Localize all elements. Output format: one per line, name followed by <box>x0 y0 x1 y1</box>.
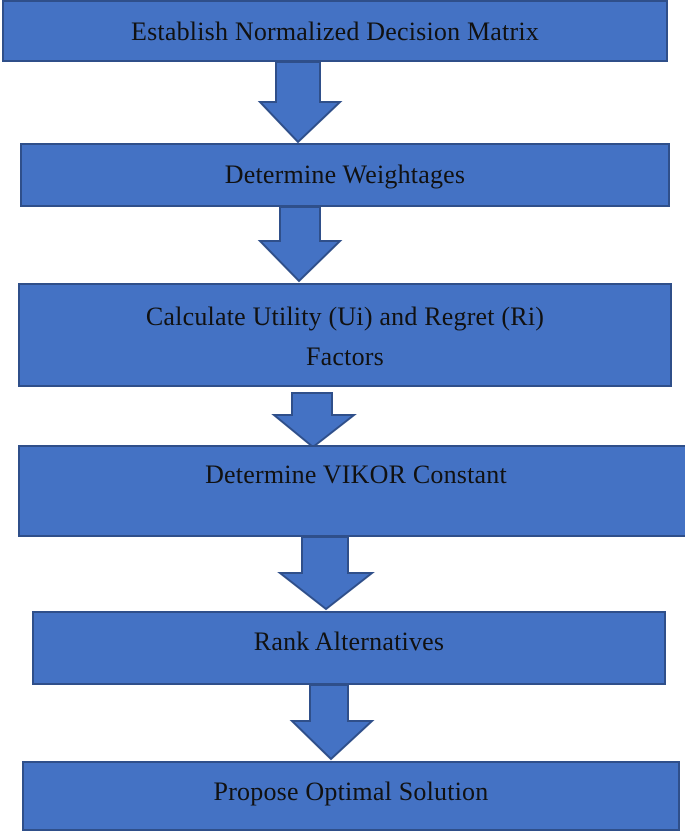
down-arrow-icon <box>257 206 343 283</box>
step-box-establish-normalized-decision-matrix: Establish Normalized Decision Matrix <box>2 0 668 62</box>
down-arrow-icon <box>257 61 343 144</box>
down-arrow-icon <box>289 684 375 761</box>
step-label: Establish Normalized Decision Matrix <box>131 17 539 46</box>
down-arrow-icon <box>271 392 357 449</box>
step-label: Determine VIKOR Constant <box>205 460 507 489</box>
step-box-calculate-utility-regret: Calculate Utility (Ui) and Regret (Ri) F… <box>18 283 672 387</box>
down-arrow-icon <box>277 536 375 611</box>
step-box-determine-weightages: Determine Weightages <box>20 143 670 207</box>
step-label: Calculate Utility (Ui) and Regret (Ri) <box>145 302 545 331</box>
step-box-propose-optimal-solution: Propose Optimal Solution <box>22 761 680 831</box>
step-box-determine-vikor-constant: Determine VIKOR Constant <box>18 445 685 537</box>
step-label-line2: Factors <box>306 342 384 371</box>
step-box-rank-alternatives: Rank Alternatives <box>32 611 666 685</box>
step-label: Propose Optimal Solution <box>213 777 489 806</box>
step-label: Rank Alternatives <box>253 627 445 656</box>
step-label: Determine Weightages <box>224 160 466 189</box>
